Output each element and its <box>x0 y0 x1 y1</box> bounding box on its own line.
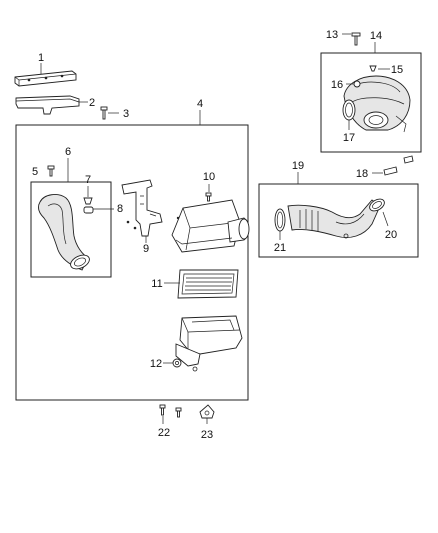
part-1-duct-cover <box>14 70 77 87</box>
part-14-upper-housing <box>343 75 411 133</box>
part-16-nut <box>353 80 361 88</box>
callout-7: 7 <box>85 174 91 186</box>
callout-9: 9 <box>143 243 149 255</box>
callout-2: 2 <box>89 97 95 109</box>
callout-18: 18 <box>356 168 368 180</box>
callout-13: 13 <box>326 29 338 41</box>
upper-housing-box <box>320 52 422 153</box>
part-11-filter-element <box>177 269 239 299</box>
callout-4: 4 <box>197 98 203 110</box>
part-2-lower-cover <box>15 95 80 115</box>
callout-19: 19 <box>292 160 304 172</box>
callout-17: 17 <box>343 132 355 144</box>
duct-box <box>258 183 419 258</box>
callout-23: 23 <box>201 429 213 441</box>
part-9-bracket <box>121 179 163 237</box>
part-7-clip <box>83 197 93 205</box>
callout-10: 10 <box>203 171 215 183</box>
callout-14: 14 <box>370 30 382 42</box>
part-21-clamp <box>274 208 286 232</box>
part-22-fasteners <box>159 404 182 418</box>
part-5-screw <box>47 165 55 177</box>
part-12-nut <box>172 358 182 368</box>
callout-11: 11 <box>151 278 162 290</box>
callout-3: 3 <box>123 108 129 120</box>
lower-housing <box>175 315 243 367</box>
callout-12: 12 <box>150 358 162 370</box>
callout-20: 20 <box>385 229 397 241</box>
part-17-seal <box>342 99 356 121</box>
callout-8: 8 <box>117 203 123 215</box>
callout-22: 22 <box>158 427 170 439</box>
part-18-screw <box>383 155 414 176</box>
part-20-clamp <box>369 198 385 212</box>
part-6-resonator <box>37 194 90 271</box>
part-4-air-cleaner-lid <box>171 199 250 253</box>
callout-6: 6 <box>65 146 71 158</box>
part-8-grommet <box>83 206 94 214</box>
callout-15: 15 <box>391 64 403 76</box>
part-19-air-duct <box>287 199 381 239</box>
part-15-fastener <box>369 65 377 72</box>
resonator-inset-box <box>30 181 112 278</box>
part-13-push-pin <box>351 32 361 46</box>
callout-16: 16 <box>331 79 343 91</box>
part-10-fastener <box>205 192 212 202</box>
callout-5: 5 <box>32 166 38 178</box>
callout-21: 21 <box>274 242 286 254</box>
callout-1: 1 <box>38 52 44 64</box>
part-23-nut <box>199 404 215 419</box>
part-3-bolt <box>100 106 108 120</box>
main-assembly-box <box>15 124 249 401</box>
